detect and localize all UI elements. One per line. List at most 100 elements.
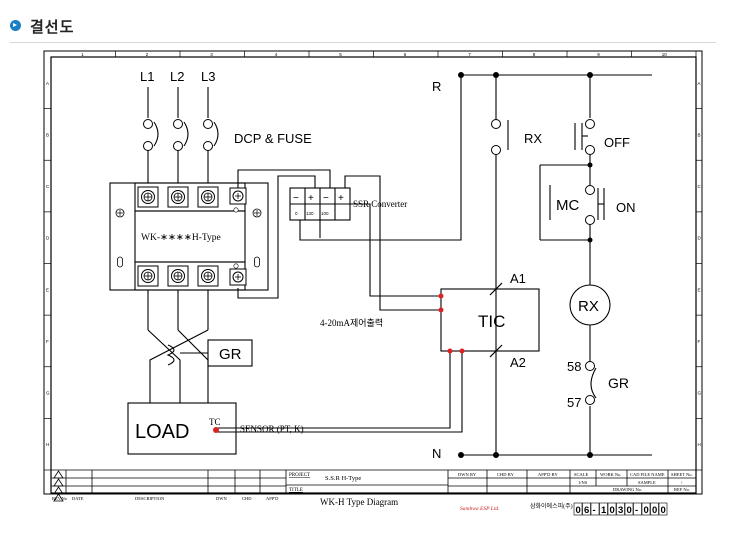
ruler-letter-right: B [698, 132, 701, 137]
label-r: R [432, 79, 441, 94]
label-tc: TC [209, 417, 221, 427]
ruler-number: 10 [662, 52, 668, 57]
junction-dots [458, 72, 593, 458]
label-gr-right: GR [608, 375, 629, 391]
drawing-number-char: 0 [644, 505, 649, 516]
conv-term-0: 0 [295, 211, 298, 216]
drawing-number-char: 0 [652, 505, 657, 516]
ruler-number: 6 [404, 52, 407, 57]
ruler-letter-right: G [698, 391, 702, 396]
ruler-number: 4 [275, 52, 278, 57]
tb-appd: APP'D [266, 496, 279, 501]
label-output-420: 4-20mA제어출력 [320, 317, 383, 328]
ruler-letter-right: C [698, 184, 702, 189]
ruler-number: 2 [146, 52, 149, 57]
label-off: OFF [604, 135, 630, 150]
ruler-letter-left: F [46, 339, 49, 344]
ruler-letter-right: D [698, 236, 702, 241]
label-ssr-model: WK-∗∗∗∗H-Type [141, 233, 221, 243]
section-title: 결선도 [30, 18, 75, 36]
tb-rev-no: REV.No [52, 496, 68, 501]
outer-frame [43, 50, 703, 495]
header-divider [10, 42, 716, 43]
conv-term-130: 130 [306, 211, 314, 216]
tb-description: DESCRIPTION [135, 496, 165, 501]
drawing-number-char: 0 [576, 505, 581, 516]
bullet-arrow-icon [10, 20, 21, 31]
drawing-number-char: 1 [601, 505, 607, 516]
tb-project-label: PROJECT [289, 473, 310, 478]
label-t58: 58 [567, 359, 581, 374]
ruler-letter-right: E [698, 287, 701, 292]
ruler-number: 3 [210, 52, 213, 57]
ruler-letter-left: A [46, 81, 49, 86]
drawing-number-char: 6 [584, 505, 589, 516]
tb-company: 삼화이에스피(주) [530, 502, 573, 510]
ruler-number: 1 [81, 52, 84, 57]
ruler-number: 7 [468, 52, 471, 57]
label-gr-left: GR [219, 346, 242, 363]
tb-title-label: TITLE [289, 488, 303, 493]
wiring-lines [109, 74, 652, 456]
drawing-number-char: - [593, 505, 596, 516]
label-a2: A2 [510, 355, 526, 370]
ruler-number: 8 [533, 52, 536, 57]
label-l2: L2 [170, 69, 184, 84]
tb-sheet-no: SHEET No. [671, 472, 693, 477]
label-dcp-fuse: DCP & FUSE [234, 131, 312, 146]
ruler-letter-left: C [46, 184, 50, 189]
label-ssr-converter: SSR Converter [353, 199, 407, 209]
ruler-letter-left: G [46, 391, 50, 396]
drawing-number-char: - [635, 505, 638, 516]
label-rx-contact: RX [524, 131, 542, 146]
drawing-number-char: 0 [627, 505, 632, 516]
label-sensor: SENSOR (PT, K) [240, 424, 304, 434]
diagram-small-labels: WK-∗∗∗∗H-Type SSR Converter − + − + 0 13… [141, 193, 407, 434]
tb-sheet-value: / [681, 480, 683, 485]
tb-drawing-no: DRAWING No. [613, 487, 642, 492]
ruler-letter-left: H [46, 442, 49, 447]
tb-date: DATE [72, 496, 84, 501]
section-header: 결선도 [10, 14, 716, 38]
ruler-letter-right: H [698, 442, 701, 447]
drawing-number-char: 3 [618, 505, 623, 516]
ruler-letter-left: E [46, 287, 49, 292]
tb-scale: SCALE [574, 472, 589, 477]
ruler-letter-left: B [46, 132, 49, 137]
conv-minus-2: − [323, 193, 329, 204]
label-n: N [432, 446, 441, 461]
ruler-letter-right: A [698, 81, 701, 86]
label-t57: 57 [567, 395, 581, 410]
a1-a2-markers [489, 282, 503, 358]
tb-cad-value: SAMPLE [638, 480, 656, 485]
contact-terminals [143, 119, 595, 405]
drawing-number-char: 0 [610, 505, 615, 516]
tb-cad-file: CAD FILE NAME [630, 472, 665, 477]
tb-logo: Samhwa ESP Ltd. [460, 506, 499, 512]
frame-ruler: 1 2 3 4 5 6 7 8 9 10A A B B C C D D E E F F G G H H [44, 51, 702, 471]
conv-plus-2: + [338, 193, 344, 204]
ruler-letter-left: D [46, 236, 50, 241]
label-mc: MC [556, 197, 579, 214]
label-on: ON [616, 200, 636, 215]
tb-appd-by: APP'D BY [538, 472, 558, 477]
conv-plus-1: + [308, 193, 314, 204]
tb-chd-by: CHD BY [497, 472, 515, 477]
tb-chd: CHD [242, 496, 252, 501]
label-rx-coil: RX [578, 298, 599, 315]
ruler-letter-right: F [698, 339, 701, 344]
ssr-screw-terminals [115, 186, 262, 287]
label-load: LOAD [135, 421, 189, 443]
drawing-number-char: 0 [661, 505, 666, 516]
tic-terminal-dots [213, 293, 465, 433]
tb-work-no: WORK No. [600, 472, 622, 477]
ruler-number: 9 [597, 52, 600, 57]
ruler-number: 5 [339, 52, 342, 57]
tb-ref-no: REF No. [674, 487, 690, 492]
tb-dwn: DWN [216, 496, 227, 501]
title-block: REV.No DATE DESCRIPTION DWN CHD APP'D PR… [51, 469, 696, 516]
conv-term-100: 100 [321, 211, 329, 216]
revision-triangles [53, 470, 64, 502]
